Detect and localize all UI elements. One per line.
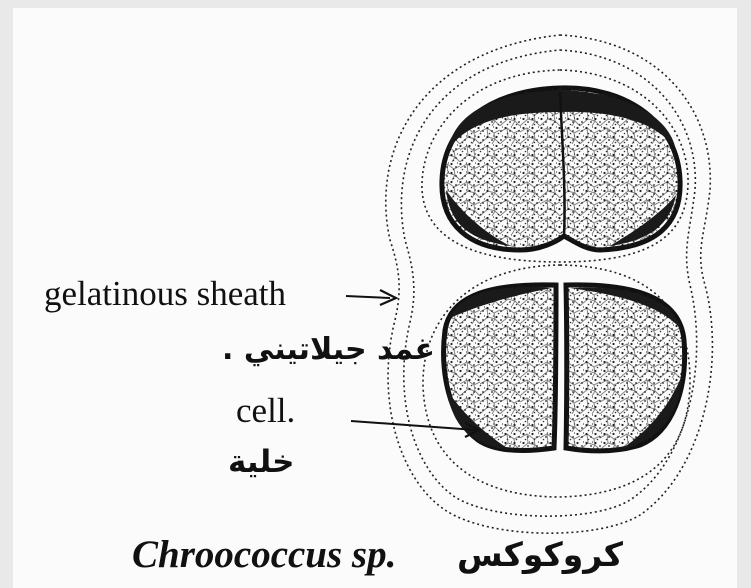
gelatinous-sheath-label: gelatinous sheath: [44, 274, 286, 314]
lower-cell-left: [444, 285, 556, 451]
lower-cell-right: [566, 285, 685, 451]
species-caption-arabic: كروكوكس: [457, 535, 623, 574]
cell-label: cell.: [236, 391, 295, 431]
gelatinous-sheath-label-arabic: غمد جيلاتيني .: [222, 332, 435, 367]
species-caption: Chroococcus sp.: [132, 532, 396, 577]
sheath-pointer: [346, 290, 396, 305]
cell-label-arabic: خلية: [228, 444, 294, 480]
upper-cell: [442, 88, 680, 250]
